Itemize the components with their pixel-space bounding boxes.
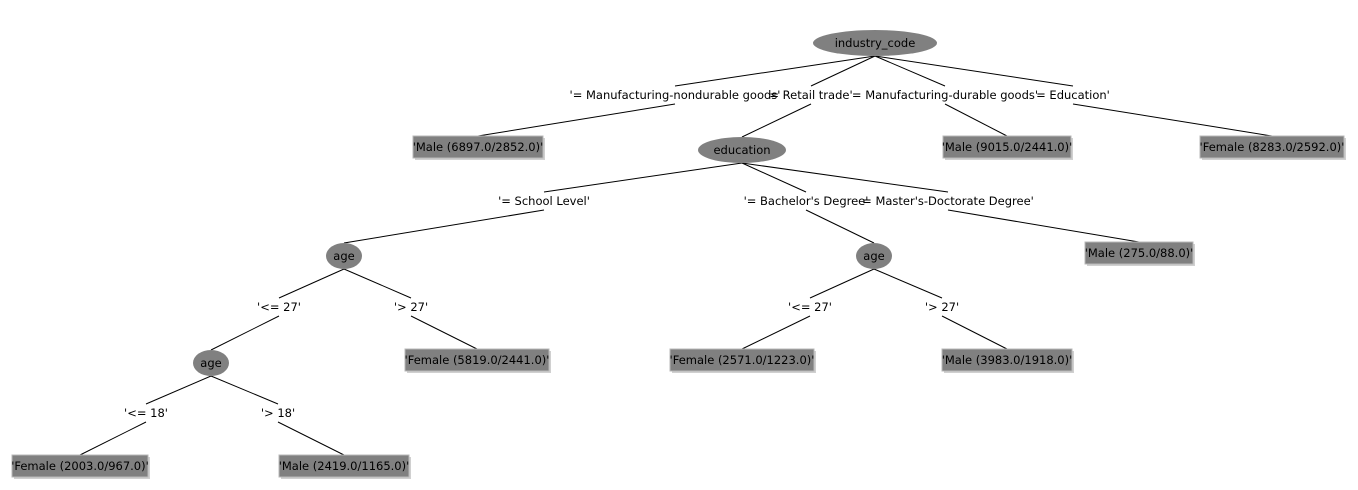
edge-label-3: = Manufacturing-durable goods' [852,88,1038,102]
edge-line-lower-9 [410,315,478,350]
leaf-node-n-leaf-master: 'Male (275.0/88.0)' [1084,241,1195,266]
edge-label-4: = Education' [1036,88,1110,102]
edge-line-lower-1 [477,103,676,137]
edge-label-8: '<= 27' [257,300,301,314]
split-node-ellipse [813,30,937,56]
leaf-node-box [278,454,410,478]
node-label: age [863,249,884,263]
leaf-node-n-leaf-gt18: 'Male (2419.0/1165.0)' [278,454,411,479]
split-node-n-education: education [698,137,786,163]
edge-line-upper-9 [343,268,412,299]
nodes-layer: industry_code 'Male (6897.0/2852.0)' educa… [11,30,1346,479]
node-label: age [333,249,354,263]
leaf-node-box [941,348,1073,372]
edge-line-lower-13 [277,421,345,456]
node-label: 'Male (6897.0/2852.0)' [413,140,544,154]
split-node-n-age-le27: age [193,350,229,376]
edge-line-upper-7 [741,162,949,193]
edge-line-lower-11 [941,315,1008,350]
leaf-node-n-leaf-le18: 'Female (2003.0/967.0)' [11,454,150,479]
edge-line-lower-2 [741,103,812,138]
node-label: 'Female (2003.0/967.0)' [11,459,149,473]
split-node-n-age-bach: age [856,243,892,269]
leaf-node-box [669,348,815,372]
node-label: 'Male (275.0/88.0)' [1085,246,1194,260]
node-label: 'Female (5819.0/2441.0)' [405,353,550,367]
edge-line-upper-13 [210,375,279,405]
edge-line-lower-12 [79,421,147,456]
edge-line-upper-8 [278,268,345,299]
edge-label-13: '> 18' [261,406,295,420]
split-node-ellipse [698,137,786,163]
node-label: 'Male (9015.0/2441.0)' [942,140,1073,154]
edge-line-upper-3 [874,55,946,87]
edge-line-lower-5 [343,209,545,244]
node-label: industry_code [835,36,916,50]
leaf-node-n-leaf-b-gt27: 'Male (3983.0/1918.0)' [941,348,1074,373]
edge-line-lower-6 [805,209,875,244]
edge-label-10: '<= 27' [788,300,832,314]
edge-line-upper-5 [543,162,743,193]
edge-line-upper-1 [674,55,876,87]
leaf-node-box [1084,241,1194,265]
split-node-ellipse [326,243,362,269]
node-label: education [713,143,770,157]
edge-label-6: '= Bachelor's Degree' [744,194,869,208]
split-node-n-industry: industry_code [813,30,937,56]
edge-line-upper-11 [873,268,943,299]
edge-line-lower-4 [1072,103,1273,137]
leaf-node-n-leaf-ndg: 'Male (6897.0/2852.0)' [412,135,545,160]
edge-label-7: = Master's-Doctorate Degree' [862,194,1034,208]
leaf-node-n-leaf-dg: 'Male (9015.0/2441.0)' [942,135,1073,160]
edge-label-1: '= Manufacturing-nondurable goods' [570,88,781,102]
edge-label-9: '> 27' [394,300,428,314]
node-label: 'Male (3983.0/1918.0)' [942,353,1073,367]
leaf-node-box [1199,135,1345,159]
split-node-n-age-school: age [326,243,362,269]
leaf-node-box [412,135,544,159]
edge-label-12: '<= 18' [124,406,168,420]
node-label: 'Female (8283.0/2592.0)' [1200,140,1345,154]
node-label: 'Male (2419.0/1165.0)' [279,459,410,473]
leaf-node-box [11,454,149,478]
node-label: 'Female (2571.0/1223.0)' [670,353,815,367]
split-node-ellipse [193,350,229,376]
leaf-node-box [942,135,1072,159]
edge-line-lower-10 [741,315,811,350]
edge-line-upper-12 [145,375,212,405]
leaf-node-box [404,348,550,372]
node-label: age [200,356,221,370]
leaf-node-n-leaf-edu: 'Female (8283.0/2592.0)' [1199,135,1346,160]
leaf-node-n-leaf-s-gt27: 'Female (5819.0/2441.0)' [404,348,551,373]
edge-line-upper-6 [741,162,807,193]
edges-layer [79,55,1273,456]
edge-line-upper-10 [809,268,875,299]
edge-line-upper-4 [874,55,1074,87]
split-node-ellipse [856,243,892,269]
edge-line-lower-7 [947,209,1140,243]
edge-labels-layer: '= Manufacturing-nondurable goods'= Reta… [124,88,1110,420]
edge-label-11: '> 27' [925,300,959,314]
edge-line-upper-2 [810,55,876,87]
edge-line-lower-3 [944,103,1008,137]
edge-line-lower-8 [210,315,280,351]
edge-label-5: '= School Level' [498,194,590,208]
leaf-node-n-leaf-b-le27: 'Female (2571.0/1223.0)' [669,348,816,373]
edge-label-2: = Retail trade' [769,88,852,102]
